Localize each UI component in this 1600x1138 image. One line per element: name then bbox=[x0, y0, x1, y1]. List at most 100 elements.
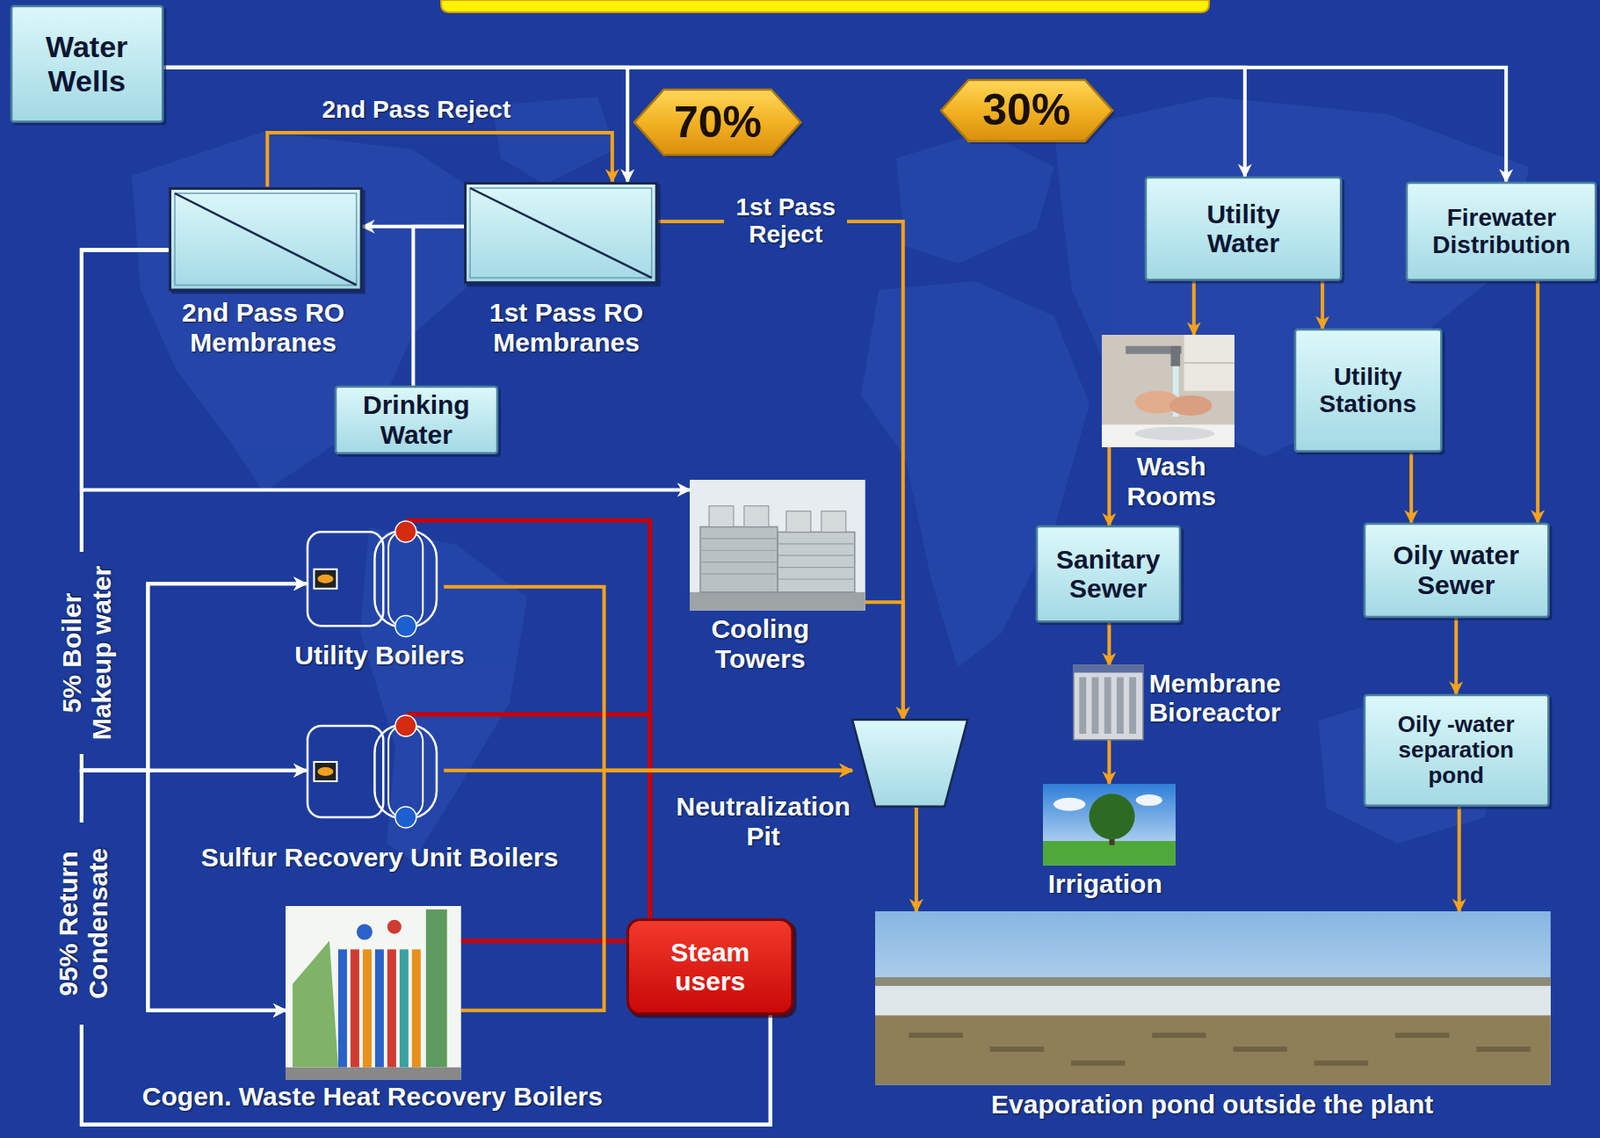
ground bbox=[689, 592, 866, 611]
tower-body bbox=[777, 531, 855, 592]
membrane-module bbox=[1103, 677, 1111, 734]
continent bbox=[131, 131, 493, 493]
title-bar bbox=[441, 0, 1210, 13]
caption: Membrane Bioreactor bbox=[1149, 668, 1308, 728]
caption: Utility Boilers bbox=[247, 640, 512, 671]
photo-ground bbox=[285, 905, 462, 1079]
caption: Wash Rooms bbox=[1118, 451, 1224, 511]
continent bbox=[360, 527, 528, 862]
caption: Cooling Towers bbox=[676, 614, 844, 674]
box-outline bbox=[1364, 695, 1549, 806]
process-box: Oily water Sewer bbox=[1363, 522, 1550, 618]
membrane-diagonal bbox=[470, 188, 652, 278]
wastewater-line bbox=[658, 221, 904, 720]
wastewater-line bbox=[443, 586, 853, 771]
boiler-loop bbox=[375, 530, 438, 628]
box-outline bbox=[1145, 177, 1341, 280]
louver bbox=[700, 572, 778, 574]
percent-badge: 70% bbox=[634, 89, 801, 155]
fan-stack bbox=[709, 506, 734, 528]
world-map bbox=[131, 96, 1529, 862]
percent-badge: 30% bbox=[941, 79, 1113, 142]
hrsg-tube bbox=[412, 949, 421, 1068]
membrane-diagonal bbox=[174, 193, 357, 285]
washroom-photo-shape bbox=[1101, 334, 1235, 448]
caption: Sulfur Recovery Unit Boilers bbox=[177, 842, 582, 873]
process-box: Drinking Water bbox=[334, 385, 499, 455]
ground-streak bbox=[1152, 1032, 1208, 1038]
node-label: Utility Stations bbox=[1301, 362, 1435, 419]
wastewater-line bbox=[1457, 805, 1462, 912]
wastewater-line bbox=[1535, 280, 1540, 522]
box-outline bbox=[1295, 329, 1441, 452]
hrsg-tube bbox=[387, 949, 397, 1068]
membrane-module bbox=[1116, 677, 1124, 734]
sink bbox=[1101, 424, 1235, 448]
faucet-spout bbox=[1171, 346, 1181, 367]
cloud bbox=[1136, 794, 1163, 806]
caption: 1st Pass RO Membranes bbox=[461, 297, 673, 357]
bioreactor-icon: Membrane Bioreactor bbox=[1073, 665, 1144, 740]
ground-streak bbox=[1314, 1060, 1369, 1066]
burner bbox=[314, 761, 338, 782]
node-label: Oily water Sewer bbox=[1370, 540, 1543, 600]
hrsg-tube bbox=[338, 949, 348, 1068]
louver bbox=[700, 537, 778, 539]
membrane-frame bbox=[470, 188, 652, 278]
wastewater-line bbox=[1454, 617, 1458, 695]
wastewater-line bbox=[1107, 739, 1111, 784]
steam-line bbox=[461, 938, 627, 943]
evaporation-pond-photo-shape bbox=[875, 911, 1551, 1085]
boiler-loop bbox=[375, 724, 438, 819]
louver bbox=[777, 566, 855, 568]
fan-stack bbox=[786, 511, 811, 533]
flame bbox=[318, 767, 334, 776]
mud-drum bbox=[395, 615, 417, 638]
stack bbox=[426, 909, 448, 1068]
wall-tile bbox=[1184, 334, 1235, 391]
cabinet bbox=[1073, 665, 1144, 740]
photo-ground bbox=[1101, 334, 1235, 448]
boiler-icon: Utility Boilers bbox=[305, 520, 444, 638]
edge-label: 2nd Pass Reject bbox=[302, 96, 531, 124]
boiler-icon: Sulfur Recovery Unit Boilers bbox=[305, 714, 444, 829]
neutralization-pit: Neutralization Pit bbox=[852, 719, 968, 807]
boiler-body bbox=[307, 532, 384, 627]
boiler-icon-shape bbox=[305, 714, 444, 829]
tree-crown bbox=[1088, 793, 1135, 840]
process-box: Sanitary Sewer bbox=[1035, 525, 1181, 623]
water-line bbox=[412, 226, 464, 386]
bioreactor-icon-shape bbox=[1073, 665, 1144, 740]
node-label: 70% bbox=[673, 97, 762, 147]
cloud bbox=[1053, 797, 1086, 811]
process-box: Utility Stations bbox=[1294, 328, 1442, 453]
steam-drum bbox=[395, 715, 417, 737]
mud-drum bbox=[395, 806, 417, 828]
cooling-tower-photo-shape bbox=[689, 479, 866, 611]
box-outline bbox=[11, 6, 163, 123]
box-outline bbox=[1036, 526, 1181, 622]
membrane-outline bbox=[169, 188, 362, 290]
irrigation-photo-shape bbox=[1042, 783, 1176, 866]
caption: Cogen. Waste Heat Recovery Boilers bbox=[100, 1081, 645, 1112]
node-label: Oily -water separation pond bbox=[1370, 711, 1543, 789]
wastewater-line bbox=[914, 805, 919, 912]
box-outline bbox=[335, 386, 498, 454]
steam-users-box: Steam users bbox=[626, 918, 794, 1015]
process-box: Utility Water bbox=[1144, 176, 1342, 281]
steam-drum bbox=[395, 521, 417, 543]
wastewater-line bbox=[267, 132, 613, 188]
louver bbox=[777, 542, 855, 544]
steam-line bbox=[405, 714, 651, 919]
photo-sky bbox=[875, 911, 1551, 1085]
wastewater-line bbox=[1409, 451, 1413, 522]
foreground bbox=[875, 1015, 1551, 1086]
cooling-tower-photo: Cooling Towers bbox=[689, 479, 866, 611]
node-label: Drinking Water bbox=[341, 390, 492, 449]
fan-stack bbox=[744, 506, 769, 528]
water-line bbox=[163, 67, 628, 182]
ro-membrane-shape bbox=[463, 181, 659, 284]
membrane-module bbox=[1078, 677, 1086, 734]
ro-membrane: 2nd Pass RO Membranes bbox=[168, 187, 363, 291]
drum bbox=[356, 924, 373, 941]
